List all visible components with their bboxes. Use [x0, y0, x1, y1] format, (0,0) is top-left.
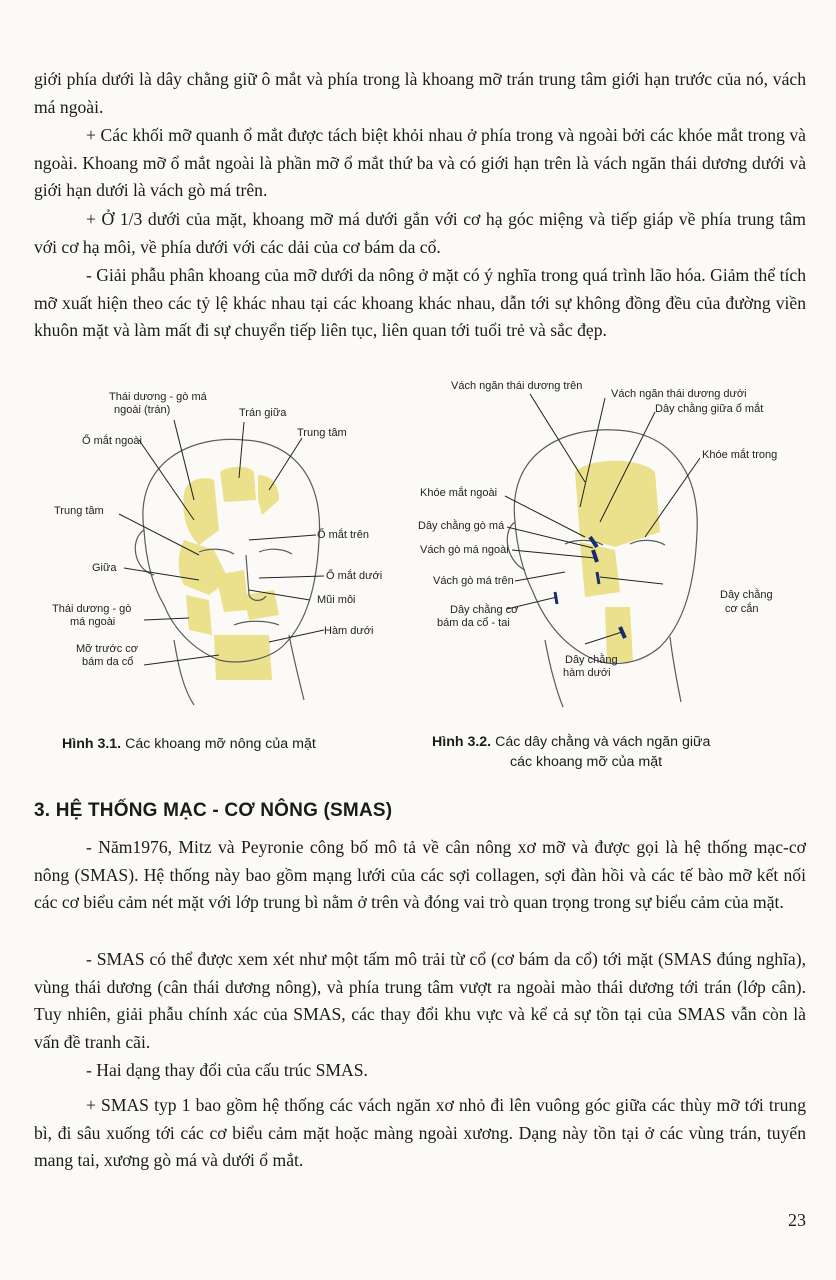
leader-lines-2: [504, 393, 701, 645]
label-zygomatic-ligament: Dây chằng gò má: [418, 519, 505, 532]
label-temporal-frontal-2: ngoài (trán): [114, 404, 170, 416]
figure-fat-compartments: Thái dương - gò má ngoài (trán) Trán giữ…: [52, 391, 382, 706]
label-masseteric: Dây chằng: [720, 588, 773, 601]
label-nasolabial: Mũi môi: [317, 594, 356, 606]
label-superior-temporal-septum: Vách ngăn thái dương trên: [451, 380, 582, 392]
label-inferior-temporal-septum: Vách ngăn thái dương dưới: [611, 388, 747, 400]
ligament-fat-shapes: [575, 460, 660, 662]
label-temporal-frontal: Thái dương - gò má: [109, 391, 208, 403]
figure2-caption-line2: các khoang mỡ của mặt: [510, 754, 663, 770]
label-mid-forehead: Trán giữa: [239, 407, 287, 419]
label-upper-zygomatic-septum: Vách gò má trên: [433, 575, 514, 587]
label-central-2: Trung tâm: [54, 505, 104, 517]
paragraph-smas-variants: - Hai dạng thay đổi của cấu trúc SMAS.: [86, 1060, 368, 1080]
label-platysma-auricular: Dây chằng cơ: [450, 603, 518, 616]
figure2-caption-text: Các dây chằng và vách ngăn giữa: [491, 734, 711, 750]
label-masseteric-2: cơ cắn: [725, 602, 759, 615]
label-jowl: Hàm dưới: [324, 625, 373, 637]
section-title: 3. HỆ THỐNG MẠC - CƠ NÔNG (SMAS): [34, 800, 393, 821]
label-temporal-lateral: Thái dương - gò: [52, 603, 131, 615]
label-orbital-retaining: Dây chằng giữa ổ mắt: [655, 402, 763, 415]
figure1-caption-text: Các khoang mỡ nông của mặt: [121, 736, 316, 752]
label-preplatysma-2: bám da cổ: [82, 656, 133, 668]
figure2-caption: Hình 3.2. Các dây chằng và vách ngăn giữ…: [432, 732, 710, 752]
label-lateral-orbital: Ổ mắt ngoài: [82, 434, 142, 447]
page-number: 23: [788, 1210, 806, 1230]
paragraph-aging: - Giải phẫu phân khoang của mỡ dưới da n…: [34, 265, 806, 340]
paragraph-smas-extent: - SMAS có thể được xem xét như một tấm m…: [34, 949, 806, 1052]
figure2-caption-number: Hình 3.2.: [432, 734, 492, 750]
figure-ligaments-septa: Vách ngăn thái dương trên Vách ngăn thái…: [418, 380, 777, 708]
paragraph-smas-type1: + SMAS typ 1 bao gồm hệ thống các vách n…: [34, 1095, 806, 1170]
label-upper-orbital: Ổ mắt trên: [317, 528, 369, 541]
label-central: Trung tâm: [297, 427, 347, 439]
label-temporal-lateral-2: má ngoài: [70, 616, 115, 628]
label-mandibular: Dây chằng: [565, 653, 618, 666]
label-middle: Giữa: [92, 562, 117, 574]
figure1-labels: Thái dương - gò má ngoài (trán) Trán giữ…: [52, 391, 382, 668]
face-outline: [134, 438, 321, 706]
label-platysma-auricular-2: bám da cổ - tai: [437, 617, 510, 629]
label-preplatysma: Mỡ trước cơ: [76, 643, 138, 655]
ligament-marks: [553, 535, 627, 639]
label-medial-canthus: Khóe mắt trong: [702, 448, 777, 461]
face-outline-2: [506, 429, 698, 708]
label-lower-orbital: Ổ mắt dưới: [326, 569, 382, 582]
paragraph-continuation: giới phía dưới là dây chằng giữ ô mắt và…: [34, 69, 806, 117]
label-lateral-canthus: Khóe mắt ngoài: [420, 486, 497, 499]
paragraph-lower-third: + Ở 1/3 dưới của mặt, khoang mỡ má dưới …: [34, 209, 806, 257]
figure1-caption: Hình 3.1. Các khoang mỡ nông của mặt: [62, 734, 316, 754]
figure1-caption-number: Hình 3.1.: [62, 736, 122, 752]
figure2-labels: Vách ngăn thái dương trên Vách ngăn thái…: [418, 380, 777, 679]
paragraph-orbital-fat: + Các khối mỡ quanh ổ mắt được tách biệt…: [34, 125, 806, 200]
leader-lines: [118, 419, 325, 666]
fat-compartment-shapes: [178, 466, 279, 680]
label-mandibular-2: hàm dưới: [563, 667, 611, 679]
paragraph-smas-definition: - Năm1976, Mitz và Peyronie công bố mô t…: [34, 837, 806, 912]
label-lateral-cheek-septum: Vách gò má ngoài: [420, 544, 509, 556]
